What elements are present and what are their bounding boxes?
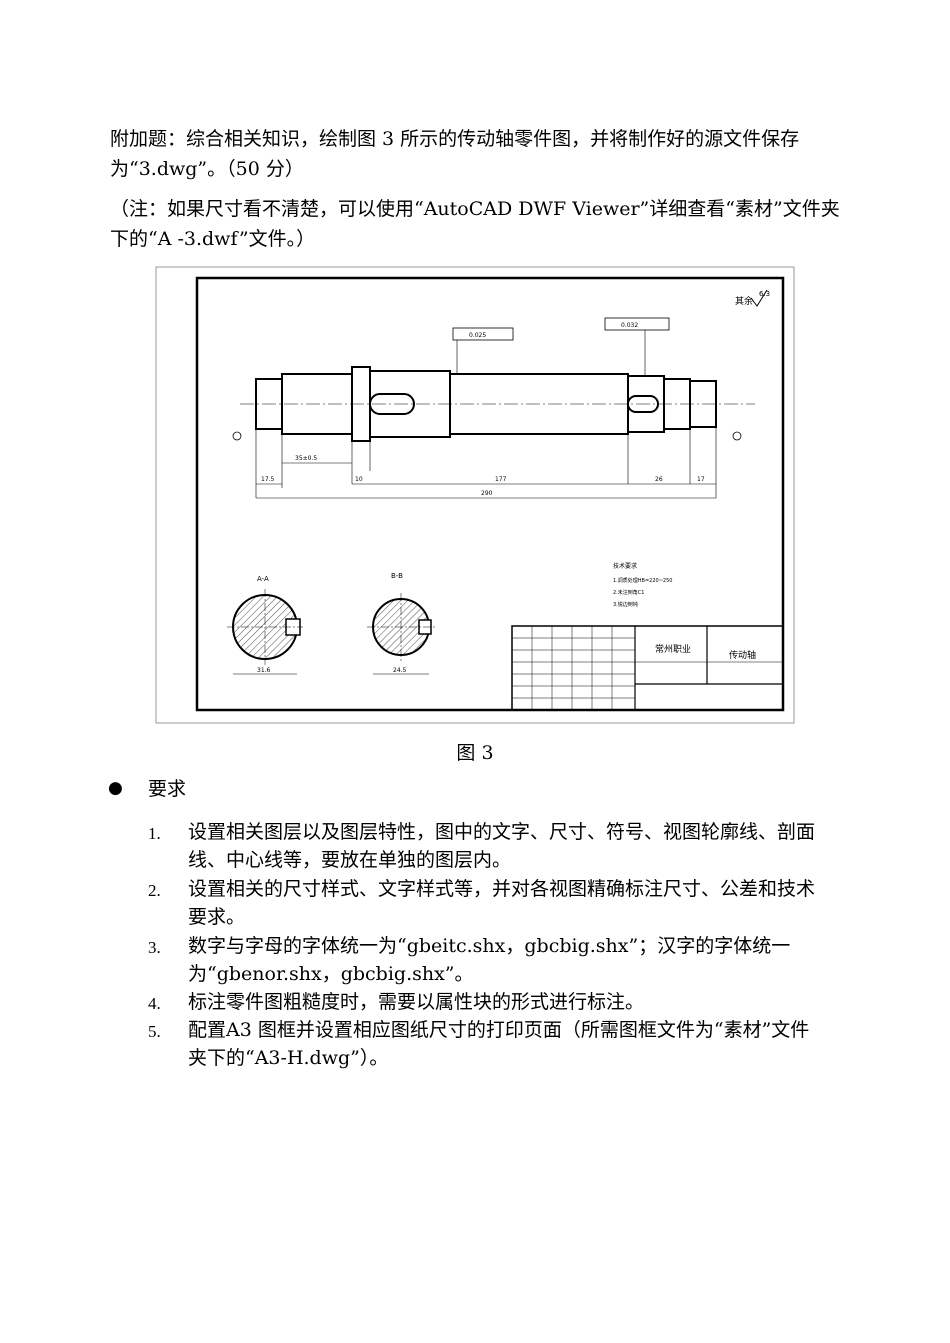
roughness-value: 6.3 xyxy=(759,290,770,298)
section-bb-dim: 24.5 xyxy=(393,667,407,674)
title-part: 传动轴 xyxy=(729,649,756,661)
intro-paragraph: 附加题：综合相关知识，绘制图 3 所示的传动轴零件图，并将制作好的源文件保存为“… xyxy=(110,128,800,180)
list-text: 配置A3 图框并设置相应图纸尺寸的打印页面（所需图框文件为“素材”文件夹下的“A… xyxy=(188,1019,810,1069)
tolerance-2-label: 0.032 xyxy=(621,322,638,329)
dim-35-label: 35±0.5 xyxy=(295,455,317,462)
dim-total-label: 290 xyxy=(481,490,493,497)
tech-req-2: 2.未注倒角C1 xyxy=(613,589,644,596)
bullet-icon: ● xyxy=(108,778,123,798)
section-bb-label: B-B xyxy=(391,572,403,580)
note-paragraph: （注：如果尺寸看不清楚，可以使用“AutoCAD DWF Viewer”详细查看… xyxy=(110,198,840,250)
requirements-title: 要求 xyxy=(148,778,187,800)
list-text: 设置相关图层以及图层特性，图中的文字、尺寸、符号、视图轮廓线、剖面线、中心线等，… xyxy=(188,821,816,871)
list-number: 2. xyxy=(148,881,161,900)
list-number: 4. xyxy=(148,994,161,1013)
section-aa xyxy=(227,589,303,665)
figure-caption: 图 3 xyxy=(456,742,494,764)
dim-175-label: 17.5 xyxy=(261,476,275,483)
tech-req-3: 3.锐边倒钝 xyxy=(613,601,638,608)
dim-26-label: 26 xyxy=(655,476,663,483)
list-number: 3. xyxy=(148,938,161,957)
dim-10-label: 10 xyxy=(355,476,363,483)
section-aa-dim: 31.6 xyxy=(257,667,271,674)
list-text: 设置相关的尺寸样式、文字样式等，并对各视图精确标注尺寸、公差和技术要求。 xyxy=(188,878,816,928)
tech-req-title: 技术要求 xyxy=(613,562,637,570)
list-number: 5. xyxy=(148,1022,161,1041)
shaft-main-view xyxy=(255,366,717,442)
list-number: 1. xyxy=(148,824,161,843)
tolerance-1-label: 0.025 xyxy=(469,332,486,339)
list-text: 数字与字母的字体统一为“gbeitc.shx，gbcbig.shx”；汉字的字体… xyxy=(188,935,791,985)
title-company: 常州职业 xyxy=(655,643,691,655)
dim-17-label: 17 xyxy=(697,476,705,483)
dim-177-label: 177 xyxy=(495,476,507,483)
tech-req-1: 1.调质处理HB=220~250 xyxy=(613,577,672,584)
section-aa-label: A-A xyxy=(257,575,269,583)
section-bb xyxy=(367,593,435,661)
shaft-drawing: 其余 6.3 17.5 35±0.5 10 177 26 xyxy=(155,266,795,724)
roughness-note: 其余 xyxy=(735,295,753,307)
title-block xyxy=(511,625,784,711)
list-text: 标注零件图粗糙度时，需要以属性块的形式进行标注。 xyxy=(188,991,645,1013)
